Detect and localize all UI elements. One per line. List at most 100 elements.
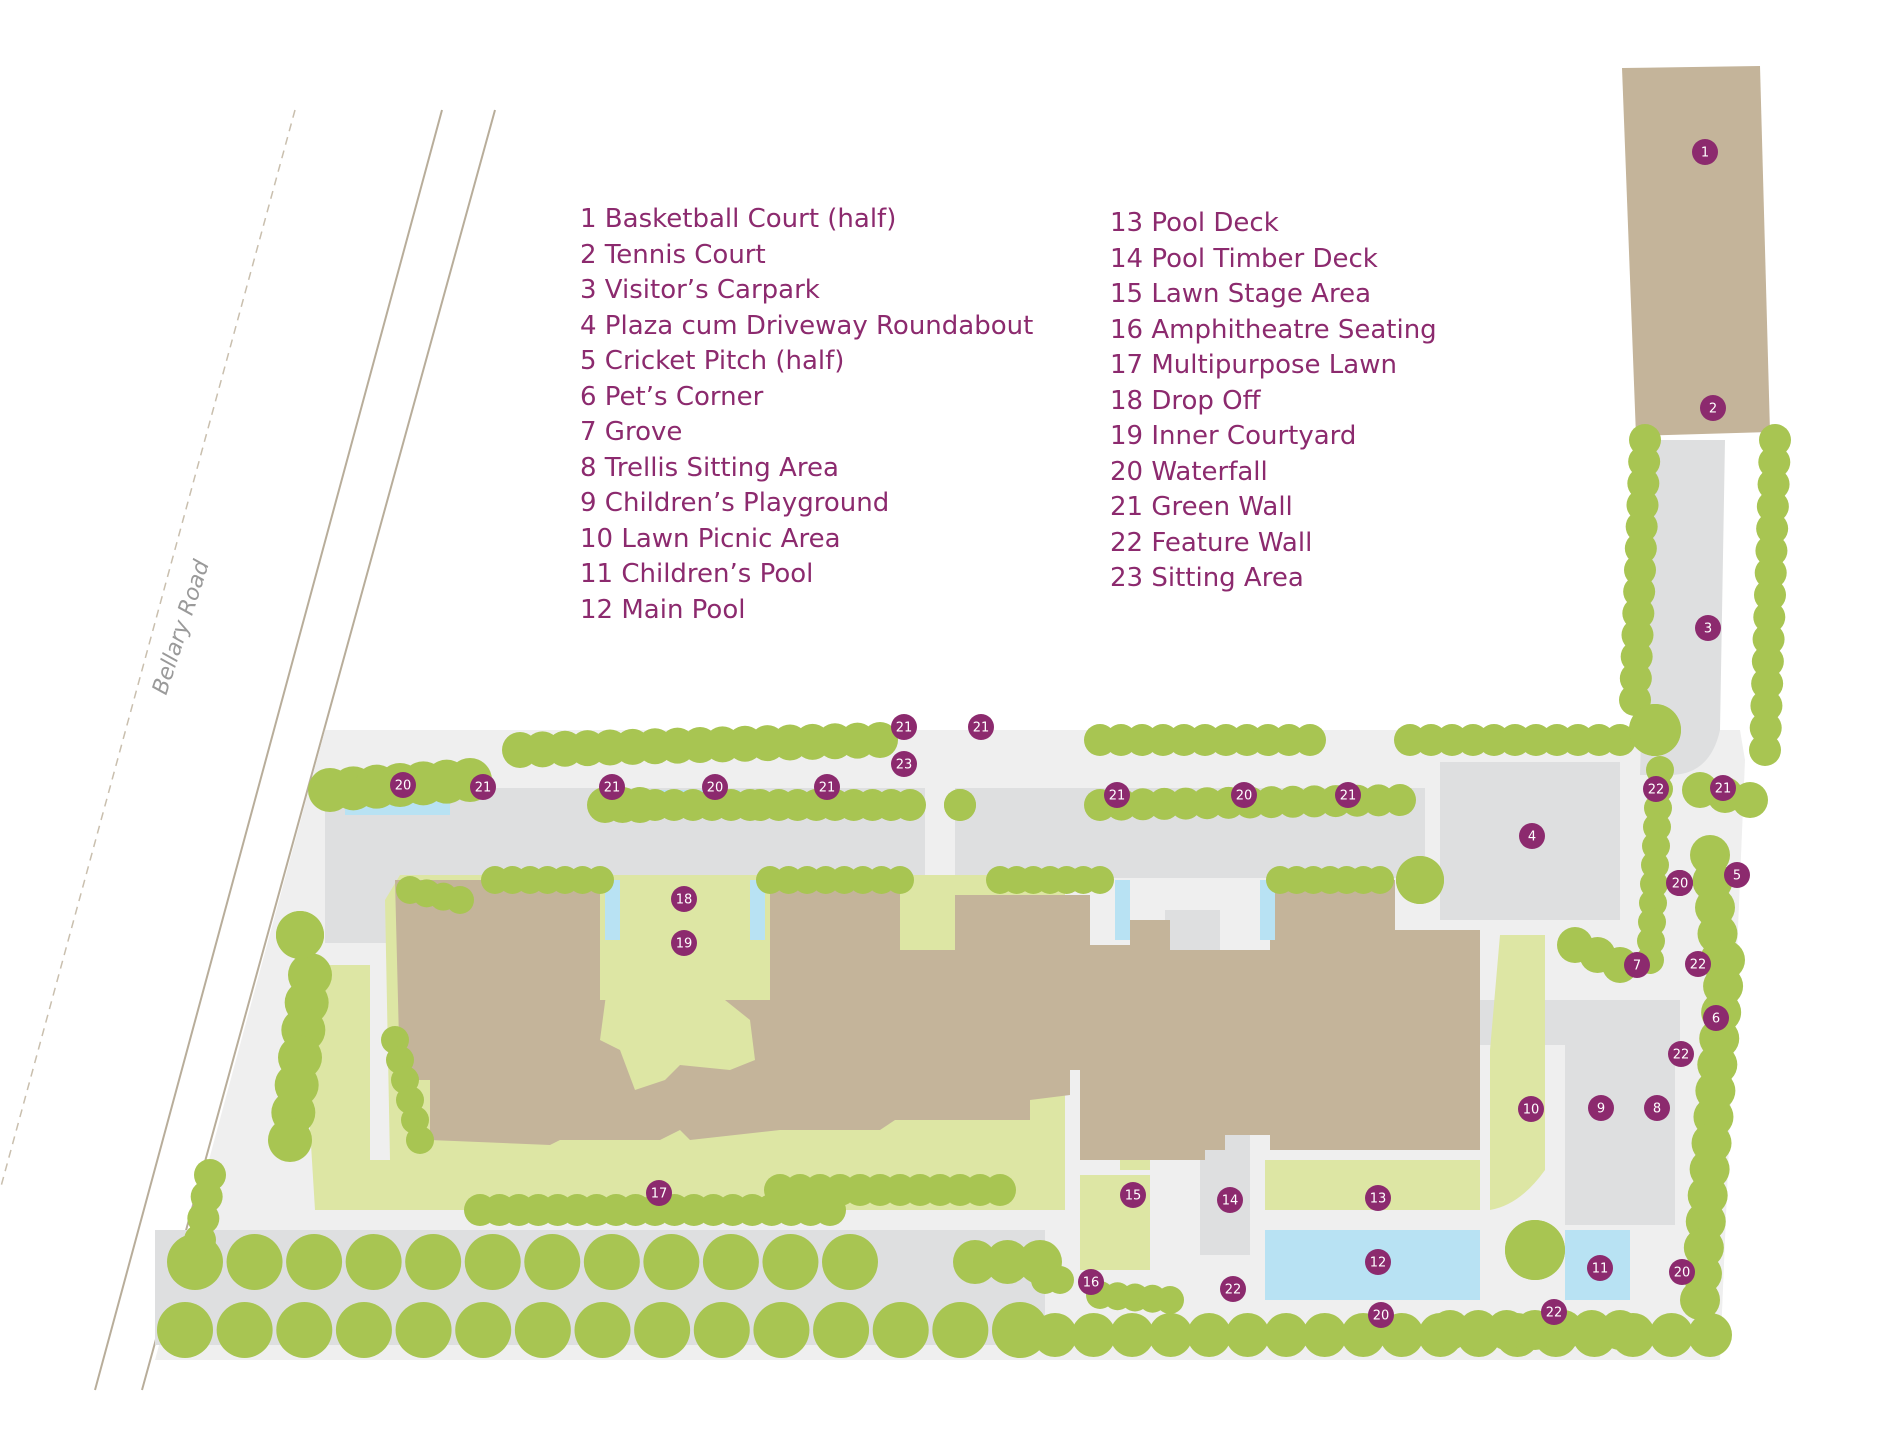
marker-dot xyxy=(1078,1269,1104,1295)
tree-canopy xyxy=(894,789,926,821)
marker-dot xyxy=(470,774,496,800)
marker-number: 21 xyxy=(1109,789,1126,804)
tree-canopy xyxy=(1486,1310,1527,1350)
marker-dot xyxy=(646,1180,672,1206)
marker-number: 22 xyxy=(1648,783,1665,798)
marker-6: 6 xyxy=(1703,1005,1729,1031)
marker-19: 19 xyxy=(671,930,697,956)
tree-canopy xyxy=(184,1224,216,1256)
marker-16: 16 xyxy=(1078,1269,1104,1295)
basketball-tennis-court xyxy=(1622,66,1770,436)
marker-number: 3 xyxy=(1704,622,1712,637)
legend-item: 7 Grove xyxy=(580,417,683,447)
tree-canopy xyxy=(276,1302,333,1358)
marker-dot xyxy=(1365,1249,1391,1275)
tree-canopy xyxy=(992,1302,1048,1358)
tree-canopy xyxy=(335,1302,392,1358)
marker-dot xyxy=(814,774,840,800)
inner-courtyard xyxy=(600,965,755,1090)
marker-22: 22 xyxy=(1220,1276,1246,1302)
marker-dot xyxy=(1692,139,1718,165)
tree-canopy xyxy=(268,1118,312,1162)
tree-canopy xyxy=(932,1302,989,1358)
legend-item: 17 Multipurpose Lawn xyxy=(1110,350,1397,380)
legend-item: 5 Cricket Pitch (half) xyxy=(580,346,845,376)
marker-number: 17 xyxy=(651,1187,668,1202)
legend-item: 11 Children’s Pool xyxy=(580,559,814,589)
marker-dot xyxy=(390,772,416,798)
tree-canopy xyxy=(157,1302,213,1358)
marker-20: 20 xyxy=(1669,1259,1695,1285)
tree-canopy xyxy=(395,1302,452,1358)
tree-canopy xyxy=(953,1240,997,1284)
tree-canopy xyxy=(1294,724,1326,756)
marker-dot xyxy=(891,751,917,777)
tree-canopy xyxy=(1732,782,1768,818)
tree-canopy xyxy=(1302,1313,1347,1357)
tree-canopy xyxy=(985,1240,1030,1284)
marker-20: 20 xyxy=(702,774,728,800)
marker-number: 11 xyxy=(1592,1262,1609,1277)
marker-number: 19 xyxy=(676,937,693,952)
marker-dot xyxy=(1365,1185,1391,1211)
tree-canopy xyxy=(286,1234,343,1290)
marker-dot xyxy=(1669,1259,1695,1285)
tree-canopy xyxy=(862,722,898,758)
marker-number: 6 xyxy=(1712,1012,1720,1027)
trees xyxy=(157,424,1791,1358)
legend-item: 23 Sitting Area xyxy=(1110,563,1304,593)
marker-number: 1 xyxy=(1701,146,1709,161)
marker-number: 21 xyxy=(1715,782,1732,797)
marker-number: 22 xyxy=(1673,1048,1690,1063)
marker-17: 17 xyxy=(646,1180,672,1206)
marker-8: 8 xyxy=(1644,1095,1670,1121)
marker-dot xyxy=(1518,1096,1544,1122)
marker-13: 13 xyxy=(1365,1185,1391,1211)
tree-canopy xyxy=(1046,1266,1074,1294)
tree-canopy xyxy=(1505,1220,1565,1280)
marker-22: 22 xyxy=(1685,951,1711,977)
legend-item: 1 Basketball Court (half) xyxy=(580,204,897,234)
tree-canopy xyxy=(886,866,914,894)
tree-canopy xyxy=(405,1234,462,1290)
marker-21: 21 xyxy=(470,774,496,800)
marker-dot xyxy=(1700,395,1726,421)
marker-dot xyxy=(1644,1095,1670,1121)
tree-canopy xyxy=(1264,1313,1309,1357)
tree-canopy xyxy=(586,866,614,894)
marker-dot xyxy=(891,714,917,740)
marker-21: 21 xyxy=(1335,782,1361,808)
tree-canopy xyxy=(1688,1313,1732,1357)
marker-dot xyxy=(1724,862,1750,888)
tree-canopy xyxy=(813,1302,870,1358)
tree-canopy xyxy=(1649,1313,1694,1357)
marker-dot xyxy=(1104,782,1130,808)
marker-number: 15 xyxy=(1125,1189,1142,1204)
marker-5: 5 xyxy=(1724,862,1750,888)
legend-item: 3 Visitor’s Carpark xyxy=(580,275,820,305)
tree-canopy xyxy=(345,1234,402,1290)
marker-12: 12 xyxy=(1365,1249,1391,1275)
marker-4: 4 xyxy=(1519,823,1545,849)
tree-canopy xyxy=(1458,1310,1499,1350)
tree-canopy xyxy=(1366,866,1394,894)
tree-canopy xyxy=(514,1302,571,1358)
marker-dot xyxy=(1667,870,1693,896)
tree-canopy xyxy=(1600,1310,1640,1350)
tree-canopy xyxy=(1086,866,1114,894)
legend-item: 19 Inner Courtyard xyxy=(1110,421,1357,451)
marker-number: 21 xyxy=(1340,789,1357,804)
marker-number: 9 xyxy=(1597,1102,1605,1117)
marker-dot xyxy=(1519,823,1545,849)
marker-10: 10 xyxy=(1518,1096,1544,1122)
marker-21: 21 xyxy=(599,774,625,800)
tree-canopy xyxy=(1749,734,1781,766)
tree-canopy xyxy=(216,1302,273,1358)
marker-number: 13 xyxy=(1370,1192,1387,1207)
marker-dot xyxy=(1624,952,1650,978)
marker-number: 22 xyxy=(1225,1283,1242,1298)
marker-number: 22 xyxy=(1546,1306,1563,1321)
